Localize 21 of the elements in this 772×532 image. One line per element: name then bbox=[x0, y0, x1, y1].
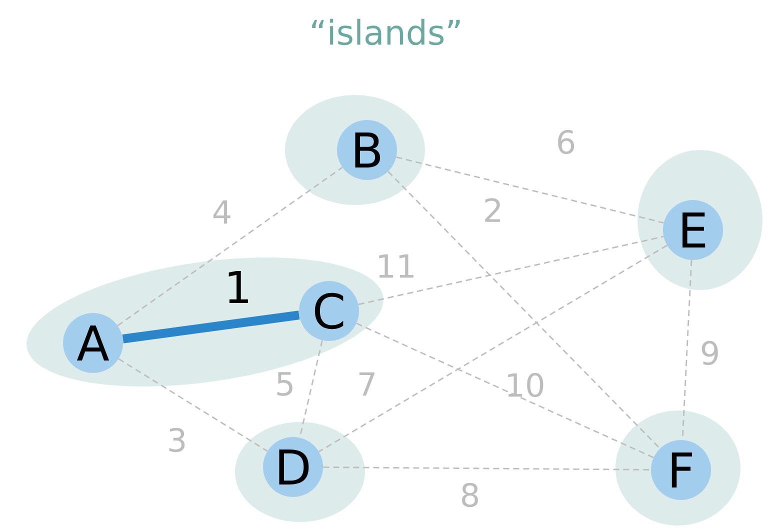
graph-edge bbox=[122, 310, 300, 344]
edge-weight: 4 bbox=[213, 200, 230, 224]
edge-weight: 9 bbox=[702, 340, 718, 366]
edge-weight: 1 bbox=[228, 270, 248, 304]
edge-weight: 2 bbox=[485, 198, 500, 222]
edge-weight: 5 bbox=[277, 372, 292, 396]
edge-weight: 6 bbox=[558, 130, 574, 154]
graph-edge bbox=[318, 244, 668, 452]
edge-weight: 7 bbox=[359, 372, 374, 396]
graph-edge bbox=[356, 322, 654, 458]
graph-edge bbox=[118, 358, 268, 452]
graph-edge bbox=[358, 236, 664, 306]
edge-weight: 8 bbox=[462, 482, 478, 508]
edge-weight: 11 bbox=[379, 254, 414, 278]
edge-weight: 3 bbox=[169, 428, 185, 452]
graph-edge bbox=[388, 171, 660, 449]
title: “islands” bbox=[312, 18, 460, 46]
edge-weight: 10 bbox=[508, 372, 544, 398]
graph-edge bbox=[396, 156, 664, 224]
graph-edge bbox=[117, 166, 343, 326]
graph-edge bbox=[323, 466, 651, 470]
